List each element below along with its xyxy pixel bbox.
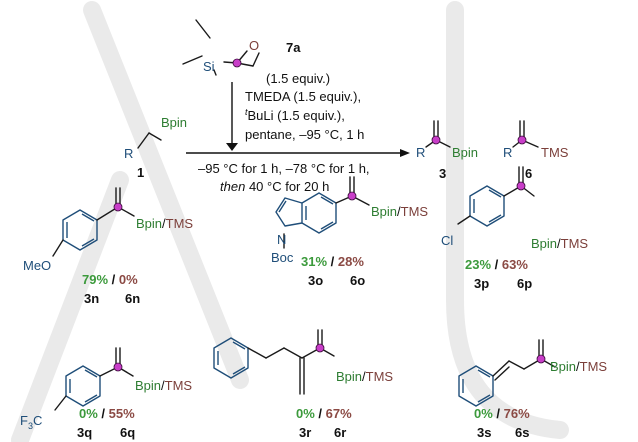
condition-final: then 40 °C for 20 h [220, 179, 329, 194]
product-6: R TMS 6 [503, 120, 569, 181]
yield-3p-6p: 23% / 63% [465, 257, 528, 272]
yield-3s-6s: 0% / 76% [474, 406, 530, 421]
carbon-ball-icon [113, 202, 123, 212]
sm-r-label: R [124, 146, 133, 161]
condition-tmeda: TMEDA (1.5 equiv.), [245, 89, 361, 104]
label-3p: 3p [474, 276, 489, 291]
yield-3r-6r: 0% / 67% [296, 406, 352, 421]
sm-number: 1 [137, 165, 144, 180]
sm-bpin-label: Bpin [161, 115, 187, 130]
carbon-ball-icon [517, 135, 527, 145]
p6-r-label: R [503, 145, 512, 160]
carbanion-center-icon [232, 58, 242, 68]
p3-r-label: R [416, 145, 425, 160]
bpin-tms-label-3o: Bpin/TMS [371, 204, 428, 219]
label-3s: 3s [477, 425, 491, 440]
p6-tms-label: TMS [541, 145, 569, 160]
reagent-7a-structure: Si O [182, 19, 260, 76]
product-3p-6p-core: Cl Bpin/TMS 23% / 63% 3p 6p [441, 166, 588, 291]
methoxy-label: MeO [23, 258, 51, 273]
product-3o-6o: N Boc Bpin/TMS 31% / 28% 3o 6o [271, 176, 428, 288]
starting-material-1: R Bpin 1 [124, 115, 187, 180]
trifluoromethyl-label: F3C [20, 413, 42, 431]
carbon-ball-icon [315, 343, 325, 353]
watermark [11, 1, 569, 442]
silicon-label: Si [203, 59, 215, 74]
carbon-ball-icon [536, 354, 546, 364]
carbon-ball-icon [113, 362, 123, 372]
bpin-tms-label-3n: Bpin/TMS [136, 216, 193, 231]
yield-3o-6o: 31% / 28% [301, 254, 364, 269]
reagent-number: 7a [286, 40, 301, 55]
bpin-tms-label-3p: Bpin/TMS [531, 236, 588, 251]
label-3r: 3r [299, 425, 311, 440]
indole-n-label: N [277, 232, 286, 247]
condition-pentane: pentane, –95 °C, 1 h [245, 127, 364, 142]
condition-tbuli: tBuLi (1.5 equiv.), [245, 107, 345, 123]
bpin-tms-label-3q: Bpin/TMS [135, 378, 192, 393]
label-6n: 6n [125, 291, 140, 306]
p3-bpin-label: Bpin [452, 145, 478, 160]
bpin-tms-label-3r: Bpin/TMS [336, 369, 393, 384]
yield-3n-6n: 79% / 0% [82, 272, 138, 287]
bpin-tms-label-3s: Bpin/TMS [550, 359, 607, 374]
carbon-ball-icon [516, 181, 526, 191]
chloro-label: Cl [441, 233, 453, 248]
carbon-ball-icon [431, 135, 441, 145]
product-3r-6r: Bpin/TMS 0% / 67% 3r 6r [213, 329, 393, 440]
product-3s-6s: Bpin/TMS 0% / 76% 3s 6s [458, 339, 607, 440]
carbon-ball-icon [347, 191, 357, 201]
label-3o: 3o [308, 273, 323, 288]
oxygen-label: O [249, 38, 259, 53]
reagent-arrowhead [226, 143, 238, 151]
label-6p: 6p [517, 276, 532, 291]
yield-3q-6q: 0% / 55% [79, 406, 135, 421]
label-6r: 6r [334, 425, 346, 440]
product-3n-6n: MeO Bpin/TMS 79% / 0% 3n 6n [23, 187, 193, 306]
product-3: R Bpin 3 [416, 120, 478, 181]
main-arrowhead [400, 149, 410, 157]
label-6q: 6q [120, 425, 135, 440]
condition-temperatures: –95 °C for 1 h, –78 °C for 1 h, [198, 161, 370, 176]
label-3n: 3n [84, 291, 99, 306]
label-3q: 3q [77, 425, 92, 440]
p3-number: 3 [439, 166, 446, 181]
p6-number: 6 [525, 166, 532, 181]
label-6o: 6o [350, 273, 365, 288]
label-6s: 6s [515, 425, 529, 440]
product-3q-6q: F3C Bpin/TMS 0% / 55% 3q 6q [20, 347, 192, 440]
boc-label: Boc [271, 250, 294, 265]
reagent-equiv: (1.5 equiv.) [266, 71, 330, 86]
